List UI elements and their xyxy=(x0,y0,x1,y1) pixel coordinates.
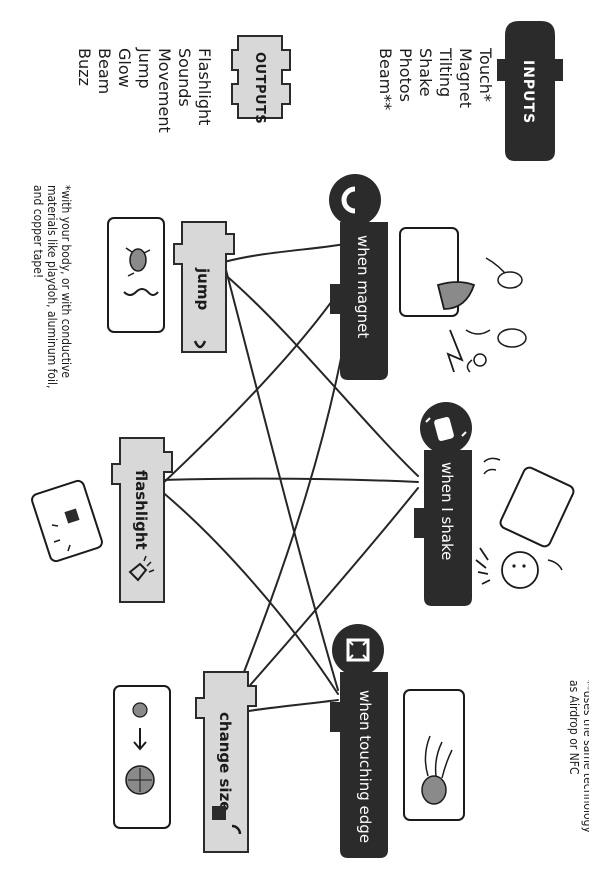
footnote-touch: *with your body, or with conductive mate… xyxy=(31,185,73,388)
trigger-cap xyxy=(332,624,384,676)
action-flashlight: flashlight xyxy=(112,438,172,602)
footnote-beam-line-2: as Airdrop or NFC xyxy=(567,680,581,774)
connection-shake-change-size xyxy=(230,488,418,708)
input-item-touch: Touch* xyxy=(476,47,495,102)
trigger-label: when magnet xyxy=(354,235,372,338)
phone-illustration-change-size xyxy=(114,686,170,828)
outputs-panel: OUTPUTS Flashlight Sounds Movement Jump … xyxy=(75,36,290,133)
output-item-flashlight: Flashlight xyxy=(195,48,214,125)
action-label: jump xyxy=(194,267,212,310)
connection-shake-flashlight xyxy=(162,479,418,482)
phone-illustration-shake xyxy=(476,458,575,588)
footnote-beam: **uses the same technology as Airdrop or… xyxy=(567,680,589,833)
phone-illustration-jump xyxy=(108,218,164,332)
action-change-size: change size xyxy=(196,672,256,852)
output-item-buzz: Buzz xyxy=(75,48,94,86)
input-item-shake: Shake xyxy=(416,48,435,97)
input-item-beam: Beam** xyxy=(376,48,395,110)
trigger-cap xyxy=(329,174,381,226)
input-item-tilting: Tilting xyxy=(436,47,455,97)
footnote-touch-line-1: *with your body, or with conductive xyxy=(59,185,73,378)
input-item-magnet: Magnet xyxy=(456,48,475,108)
inputs-panel: INPUTS Touch* Magnet Tilting Shake Photo… xyxy=(376,21,563,161)
trigger-when-magnet: when magnet xyxy=(329,174,388,380)
output-item-movement: Movement xyxy=(155,48,174,133)
trigger-when-touching-edge: when touching edge xyxy=(330,624,388,858)
connection-magnet-jump xyxy=(224,242,355,262)
footnote-beam-line-1: **uses the same technology xyxy=(581,680,589,833)
phone-illustration-touching-edge xyxy=(404,690,464,820)
footnote-touch-line-3: and copper tape! xyxy=(31,185,45,278)
action-label: change size xyxy=(216,712,234,811)
output-item-glow: Glow xyxy=(115,48,134,88)
action-jump: jump xyxy=(174,222,234,352)
trigger-label: when I shake xyxy=(438,462,456,560)
inputs-title: INPUTS xyxy=(520,60,536,124)
phone-illustration-magnet xyxy=(400,228,526,372)
outputs-title: OUTPUTS xyxy=(252,52,267,124)
action-label: flashlight xyxy=(132,470,150,550)
trigger-when-i-shake: when I shake xyxy=(414,402,472,606)
output-item-sounds: Sounds xyxy=(175,48,194,107)
output-item-jump: Jump xyxy=(135,47,154,89)
trigger-label: when touching edge xyxy=(356,690,374,843)
footnote-touch-line-2: materials like playdoh, aluminum foil, xyxy=(45,185,59,388)
input-item-photos: Photos xyxy=(396,48,415,102)
output-item-beam: Beam xyxy=(95,48,114,94)
phone-illustration-flashlight xyxy=(31,479,104,562)
